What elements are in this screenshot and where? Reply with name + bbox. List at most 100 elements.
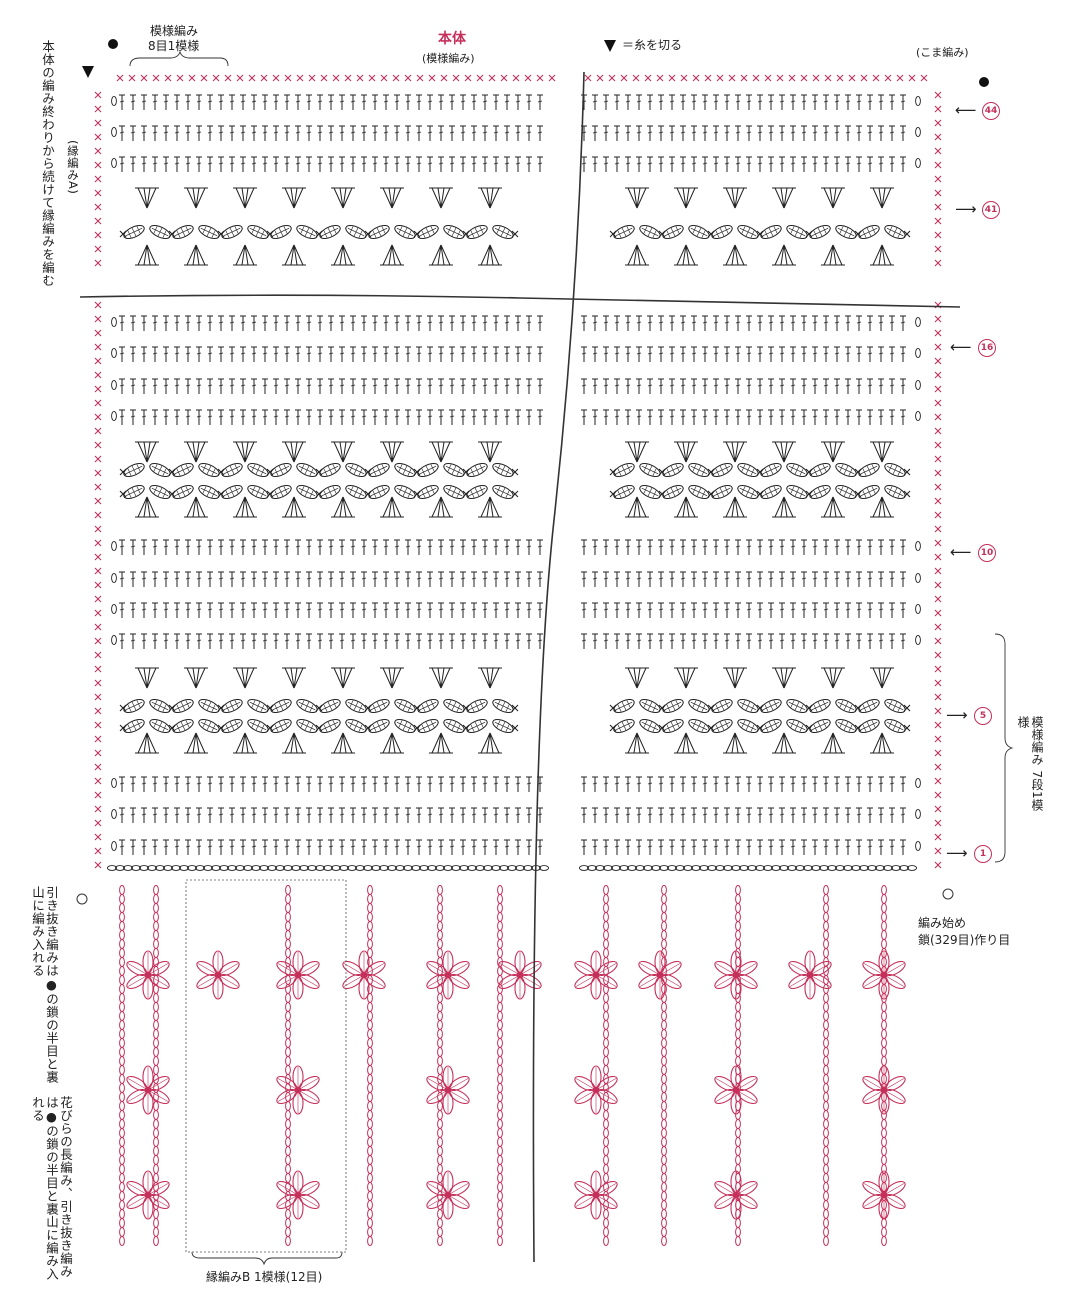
flower-petal <box>292 1196 304 1220</box>
leaf-stitch <box>637 460 663 480</box>
dc-stitch <box>668 807 676 824</box>
dc-stitch <box>294 409 302 426</box>
dc-stitch <box>261 776 269 793</box>
dc-stitch <box>481 602 489 619</box>
dc-stitch <box>789 776 797 793</box>
leaf-stitch <box>784 222 810 242</box>
dc-stitch <box>371 839 379 856</box>
edge-sc-left <box>94 413 102 421</box>
fringe-chain <box>735 920 741 932</box>
fringe-chain <box>437 1100 443 1112</box>
edge-sc-right <box>934 483 942 491</box>
leaf-stitch <box>343 222 369 242</box>
dc-stitch <box>514 94 522 111</box>
dc-stitch <box>712 125 720 142</box>
fringe-chain <box>497 1028 503 1040</box>
leaf-stitch <box>294 460 320 480</box>
edge-sc-top <box>152 74 160 82</box>
flower-center <box>144 1191 152 1199</box>
dc-stitch <box>756 346 764 363</box>
dc-stitch <box>140 125 148 142</box>
fringe-chain <box>285 938 291 950</box>
dc-stitch <box>228 776 236 793</box>
edge-sc-right <box>934 665 942 673</box>
fringe-chain <box>735 1145 741 1157</box>
dc-stitch <box>349 156 357 173</box>
fan-stitch <box>869 496 895 518</box>
repeat-box-dotted <box>185 879 347 1253</box>
fringe-chain <box>823 920 829 932</box>
pattern-rows-label: 模様編み 7段1模様 <box>1016 716 1044 812</box>
dc-stitch <box>635 378 643 395</box>
fringe-chain <box>437 1226 443 1238</box>
row-number-10: 10 <box>978 544 996 562</box>
fan-stitch <box>869 187 895 209</box>
edge-sc-top <box>248 74 256 82</box>
pattern-repeat-label: 模様編み <box>150 24 199 38</box>
edge-sc-left <box>94 721 102 729</box>
dc-stitch <box>822 346 830 363</box>
dc-stitch <box>690 409 698 426</box>
fringe-chain <box>823 1136 829 1148</box>
start-dot-top-left <box>108 39 118 49</box>
flower-petal <box>590 1091 602 1115</box>
fringe-chain <box>153 1109 159 1121</box>
fan-stitch <box>722 441 748 463</box>
edge-b-repeat-label: 縁編みB 1模様(12目) <box>206 1270 323 1284</box>
fringe-chain <box>153 1055 159 1067</box>
dc-stitch <box>140 346 148 363</box>
dc-stitch <box>866 346 874 363</box>
open-circle-right <box>942 888 954 900</box>
fringe-chain <box>497 1082 503 1094</box>
dc-stitch <box>536 346 544 363</box>
fringe-chain <box>437 902 443 914</box>
dc-stitch <box>283 776 291 793</box>
fringe-chain <box>367 1100 373 1112</box>
dc-stitch <box>250 315 258 332</box>
leaf-stitch <box>833 696 859 716</box>
dc-stitch <box>129 156 137 173</box>
fringe-chain <box>285 1136 291 1148</box>
dc-stitch <box>426 776 434 793</box>
dc-stitch <box>206 156 214 173</box>
fan-stitch <box>232 667 258 689</box>
dc-stitch <box>294 633 302 650</box>
dc-stitch <box>228 156 236 173</box>
dc-stitch <box>877 125 885 142</box>
edge-sc-right <box>934 637 942 645</box>
row-arrow-41: ⟶ <box>955 200 977 218</box>
dc-stitch <box>646 125 654 142</box>
dc-stitch <box>646 571 654 588</box>
edge-sc-top <box>584 74 592 82</box>
dc-stitch <box>899 571 907 588</box>
fringe-chain <box>119 1217 125 1229</box>
dc-stitch <box>305 378 313 395</box>
dc-stitch <box>701 807 709 824</box>
edge-sc-left <box>94 427 102 435</box>
edge-sc-right <box>934 357 942 365</box>
dc-stitch <box>690 571 698 588</box>
dc-stitch <box>635 409 643 426</box>
dc-stitch <box>228 571 236 588</box>
dc-stitch <box>118 807 126 824</box>
edge-sc-top <box>524 74 532 82</box>
edge-sc-top <box>464 74 472 82</box>
dc-stitch <box>602 571 610 588</box>
dc-stitch <box>470 633 478 650</box>
dc-stitch <box>206 409 214 426</box>
dc-stitch <box>514 807 522 824</box>
dc-stitch <box>261 409 269 426</box>
dc-stitch <box>382 839 390 856</box>
dc-stitch <box>734 409 742 426</box>
dc-stitch <box>173 571 181 588</box>
dc-stitch <box>833 409 841 426</box>
dc-stitch <box>481 633 489 650</box>
dc-stitch <box>646 409 654 426</box>
dc-stitch <box>591 602 599 619</box>
dc-stitch <box>657 602 665 619</box>
fringe-chain <box>367 1154 373 1166</box>
dc-stitch <box>822 378 830 395</box>
dc-stitch <box>712 633 720 650</box>
dc-stitch <box>778 125 786 142</box>
dc-stitch <box>371 571 379 588</box>
